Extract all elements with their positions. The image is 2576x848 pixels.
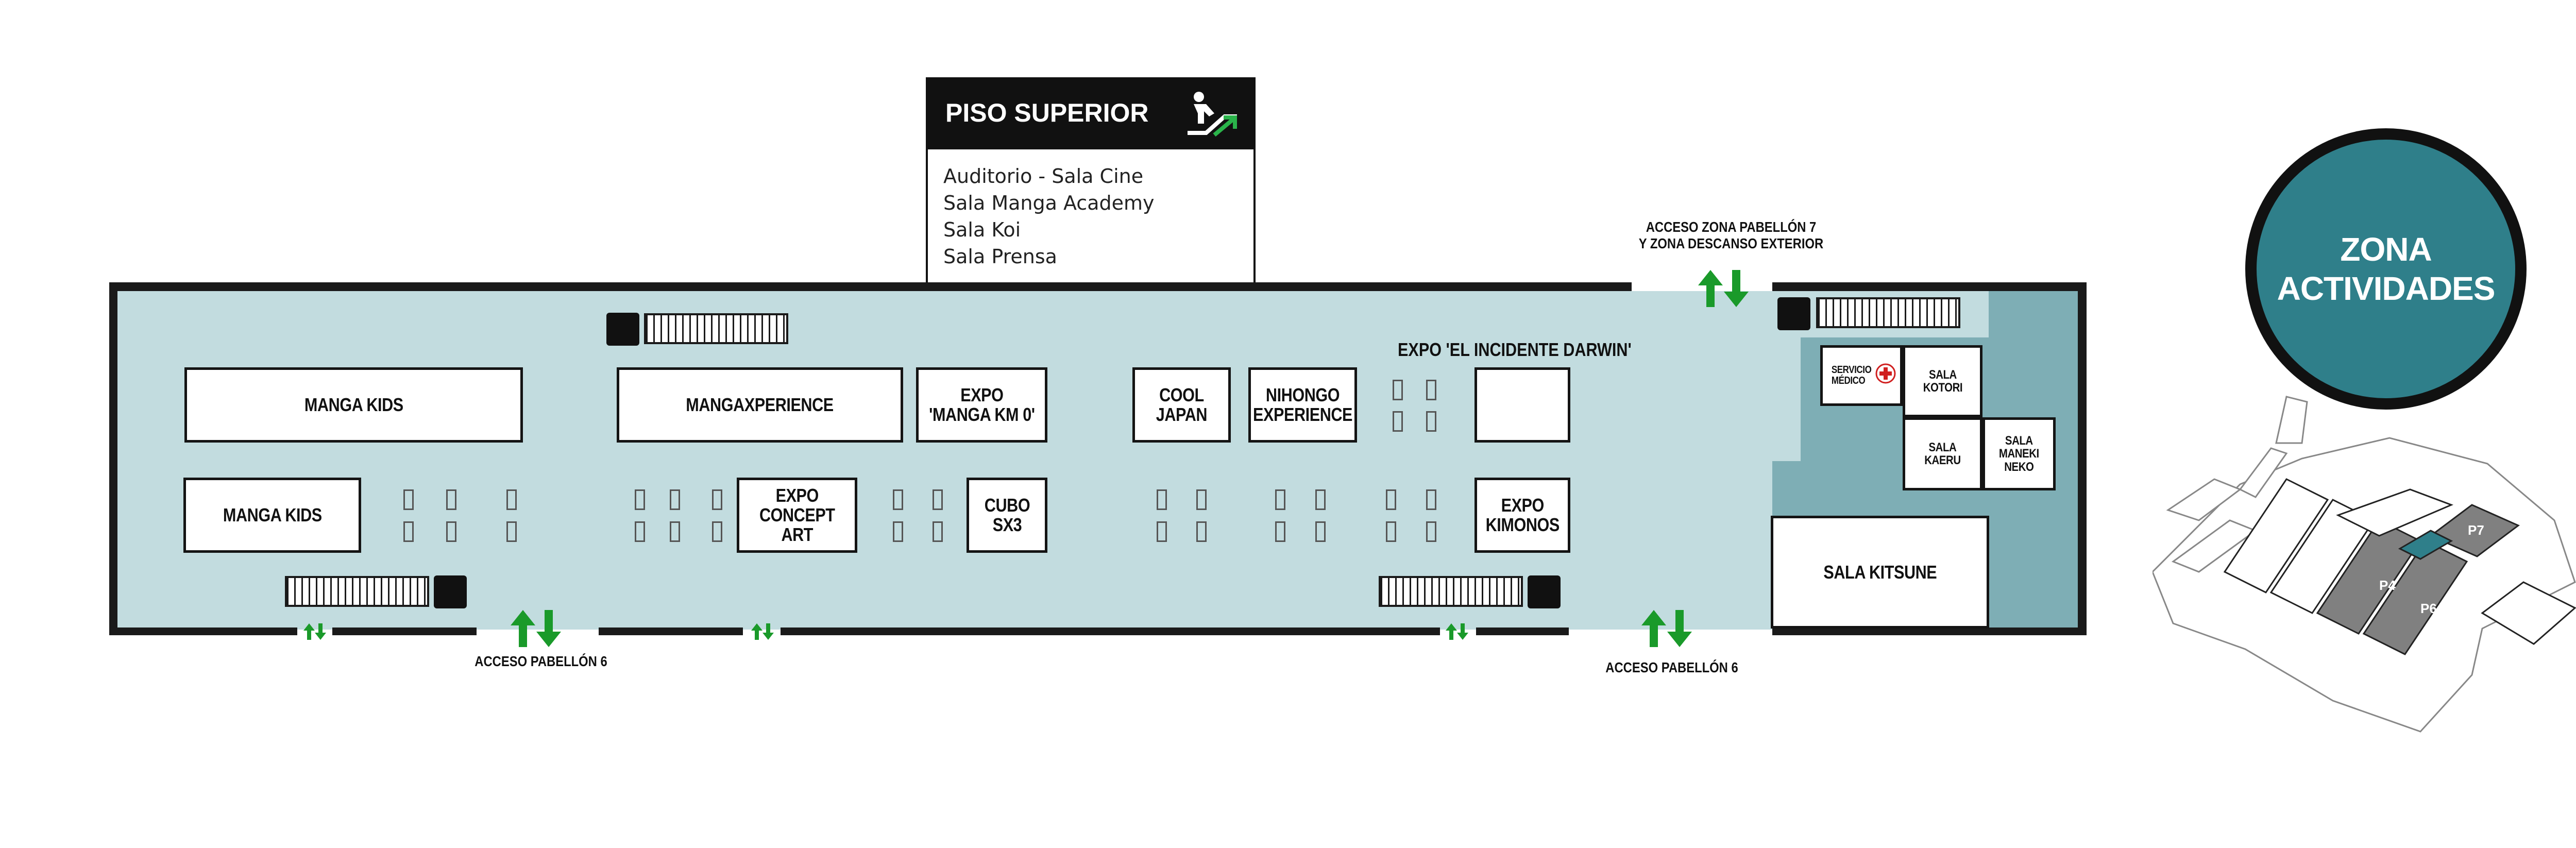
wall-top [1772, 282, 2087, 291]
room-sala-kotori: SALA KOTORI [1903, 345, 1982, 417]
room-nihongo-experience: NIHONGO EXPERIENCE [1248, 367, 1357, 443]
booth [1393, 411, 1403, 432]
booth [446, 521, 456, 542]
stairs-icon [285, 576, 429, 607]
booth [403, 489, 414, 510]
access-arrows-icon [1641, 610, 1692, 647]
booth [1386, 489, 1396, 510]
wall-right [2078, 282, 2087, 635]
booth [893, 521, 903, 542]
wall-top [109, 282, 1632, 291]
booth [1275, 489, 1285, 510]
room-sala-kaeru: SALA KAERU [1903, 417, 1982, 490]
escalator-icon [606, 313, 639, 346]
pavilion-p7 [2429, 504, 2520, 557]
room-sala-kitsune: SALA KITSUNE [1771, 516, 1989, 629]
access-arrows-icon [1446, 623, 1468, 640]
first-aid-cross-icon [1875, 363, 1896, 384]
access-arrows-icon [1698, 270, 1749, 307]
booth [1386, 521, 1396, 542]
wall-bottom [109, 627, 297, 635]
room-mangaxperience: MANGAXPERIENCE [617, 367, 903, 443]
escalator-icon [1528, 575, 1561, 608]
minimap-label: P6 [2420, 601, 2437, 616]
wall-left [109, 282, 117, 635]
room-empty [1475, 367, 1570, 443]
booth [1426, 489, 1436, 510]
booth [1196, 489, 1207, 510]
access-pavilion-6-label: ACCESO PABELLÓN 6 [1605, 659, 1738, 675]
upper-floor-title: PISO SUPERIOR [945, 98, 1149, 127]
wall-bottom [781, 627, 1440, 635]
room-manga-kids: MANGA KIDS [183, 478, 361, 553]
room-servicio-medico: SERVICIO MÉDICO [1820, 345, 1903, 406]
booth [1393, 380, 1403, 400]
escalator-icon [434, 575, 467, 608]
booth [712, 521, 722, 542]
room-sala-maneki-neko: SALA MANEKI NEKO [1982, 417, 2056, 490]
pavilion-p6 [2362, 540, 2468, 655]
booth [1315, 521, 1326, 542]
booth [1315, 489, 1326, 510]
upper-floor-room: Sala Manga Academy [943, 192, 1155, 214]
room-expo-manga-km0: EXPO 'MANGA KM 0' [916, 367, 1047, 443]
access-pavilion-6-label: ACCESO PABELLÓN 6 [474, 653, 607, 669]
zone-badge: ZONA ACTIVIDADES [2245, 128, 2527, 410]
booth [635, 489, 645, 510]
access-arrows-icon [511, 610, 561, 647]
booth [1157, 521, 1167, 542]
booth [506, 521, 517, 542]
booth [1196, 521, 1207, 542]
room-expo-concept-art: EXPO CONCEPT ART [737, 478, 857, 553]
room-cubo-sx3: CUBO SX3 [967, 478, 1047, 553]
room-expo-kimonos: EXPO KIMONOS [1475, 478, 1570, 553]
minimap-label: P4 [2379, 578, 2396, 593]
booth [1426, 380, 1436, 400]
booth [670, 521, 680, 542]
booth [712, 489, 722, 510]
access-arrows-icon [751, 623, 774, 640]
stairs-icon [644, 313, 788, 344]
wall-bottom [1772, 627, 2087, 635]
stairs-icon [1816, 297, 1960, 328]
upper-floor-header: PISO SUPERIOR [926, 77, 1256, 149]
booth [1426, 411, 1436, 432]
booth [506, 489, 517, 510]
upper-floor-list: Auditorio - Sala Cine Sala Manga Academy… [926, 149, 1256, 284]
wall-bottom [599, 627, 743, 635]
walkway-highlight [2398, 530, 2453, 560]
room-cool-japan: COOL JAPAN [1132, 367, 1231, 443]
wall-bottom [1476, 627, 1569, 635]
upper-floor-room: Sala Prensa [943, 245, 1057, 268]
access-pavilion-7-label: ACCESO ZONA PABELLÓN 7 Y ZONA DESCANSO E… [1638, 219, 1824, 251]
wall-bottom [332, 627, 477, 635]
booth [1157, 489, 1167, 510]
room-manga-kids: MANGA KIDS [184, 367, 523, 443]
upper-floor-room: Sala Koi [943, 218, 1021, 241]
booth [933, 521, 943, 542]
booth [446, 489, 456, 510]
expo-darwin-label: EXPO 'EL INCIDENTE DARWIN' [1398, 339, 1632, 360]
escalator-icon [1777, 297, 1810, 330]
booth [1426, 521, 1436, 542]
minimap-label: P7 [2468, 522, 2484, 538]
venue-minimap: P4 P6 P7 [2153, 396, 2576, 733]
upper-floor-room: Auditorio - Sala Cine [943, 165, 1144, 188]
access-arrows-icon [303, 623, 326, 640]
booth [403, 521, 414, 542]
booth [670, 489, 680, 510]
booth [893, 489, 903, 510]
booth [1275, 521, 1285, 542]
escalator-icon [1188, 92, 1237, 137]
floor-plan [117, 291, 2078, 630]
booth [933, 489, 943, 510]
booth [635, 521, 645, 542]
stairs-icon [1379, 576, 1523, 607]
